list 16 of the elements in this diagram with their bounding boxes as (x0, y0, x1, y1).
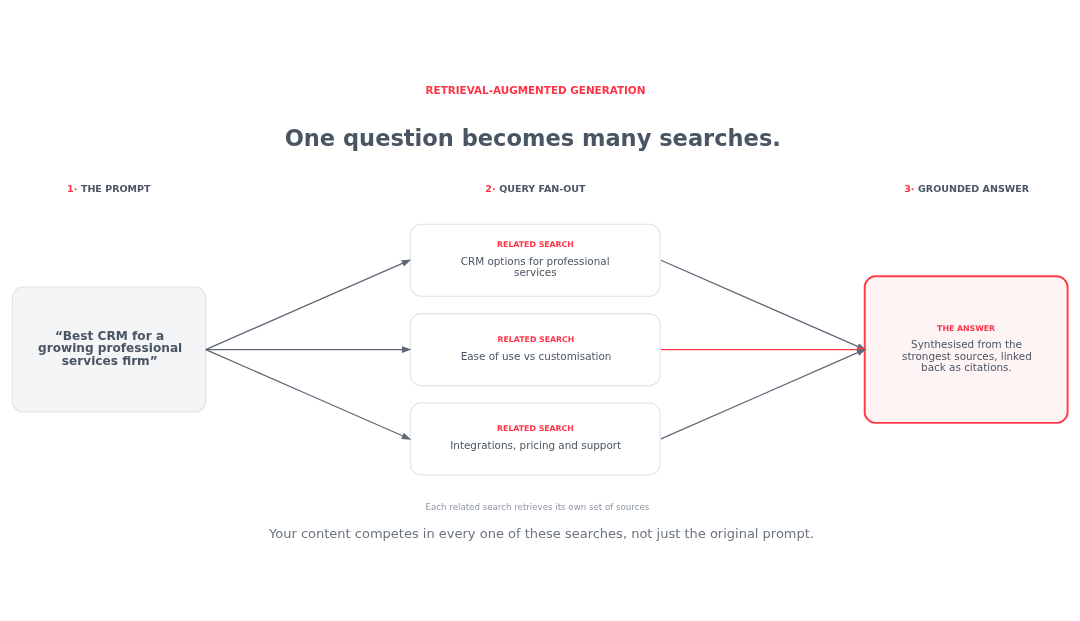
label: 3· GROUNDED ANSWER (904, 182, 1030, 194)
arrow (205, 259, 412, 350)
arrow (205, 345, 412, 353)
arrow (205, 348, 412, 440)
label: RETRIEVAL-AUGMENTED GENERATION (425, 83, 646, 96)
node-box: THE ANSWER Synthesised from the strongest sources, linked back as citations. (863, 274, 1069, 424)
node-box: “Best CRM for a growing professional services firm” (11, 286, 207, 413)
caption: Your content competes in every one of these searches, not just the original prompt. (269, 525, 815, 541)
label: 1· THE PROMPT (67, 182, 151, 194)
node-box: RELATED SEARCH Integrations, pricing and support (409, 401, 661, 475)
node-box: RELATED SEARCH Ease of use vs customisation (409, 312, 661, 386)
label: Each related search retrieves its own set of sources (425, 501, 650, 512)
label: 2· QUERY FAN-OUT (485, 182, 586, 194)
arrow (660, 348, 867, 440)
diagram-title: One question becomes many searches. (284, 124, 781, 151)
node-box: RELATED SEARCH CRM options for professional services (409, 223, 661, 297)
